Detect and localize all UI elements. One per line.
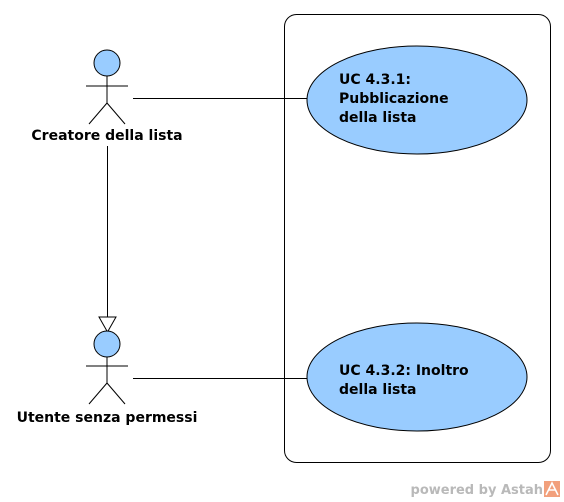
actor-label: Creatore della lista xyxy=(31,128,182,144)
use-case-ellipse xyxy=(306,322,528,432)
actor-head xyxy=(93,330,121,358)
generalization-arrowhead xyxy=(98,316,117,334)
actor-head xyxy=(93,49,121,77)
use-case-line: Pubblicazione xyxy=(339,91,449,107)
use-case-line: UC 4.3.2: Inoltro xyxy=(339,363,469,379)
use-case-line: UC 4.3.1: xyxy=(339,72,411,88)
actor-left-leg xyxy=(88,102,108,125)
use-case-line: della lista xyxy=(339,382,417,398)
use-case-uc431[interactable]: UC 4.3.1: Pubblicazione della lista xyxy=(306,45,528,155)
use-case-line: della lista xyxy=(339,110,417,126)
actor-utente[interactable]: Utente senza permessi xyxy=(17,330,198,426)
actor-right-leg xyxy=(106,102,126,125)
use-case-ellipse xyxy=(306,45,528,155)
watermark-text: powered by Astah xyxy=(411,483,543,498)
astah-logo-icon xyxy=(544,481,560,497)
watermark: powered by Astah xyxy=(411,481,560,498)
use-case-uc432[interactable]: UC 4.3.2: Inoltro della lista xyxy=(306,322,528,432)
actor-creatore[interactable]: Creatore della lista xyxy=(31,49,183,144)
actor-left-leg xyxy=(88,382,108,405)
actor-label: Utente senza permessi xyxy=(17,410,198,426)
actor-right-leg xyxy=(106,382,126,405)
